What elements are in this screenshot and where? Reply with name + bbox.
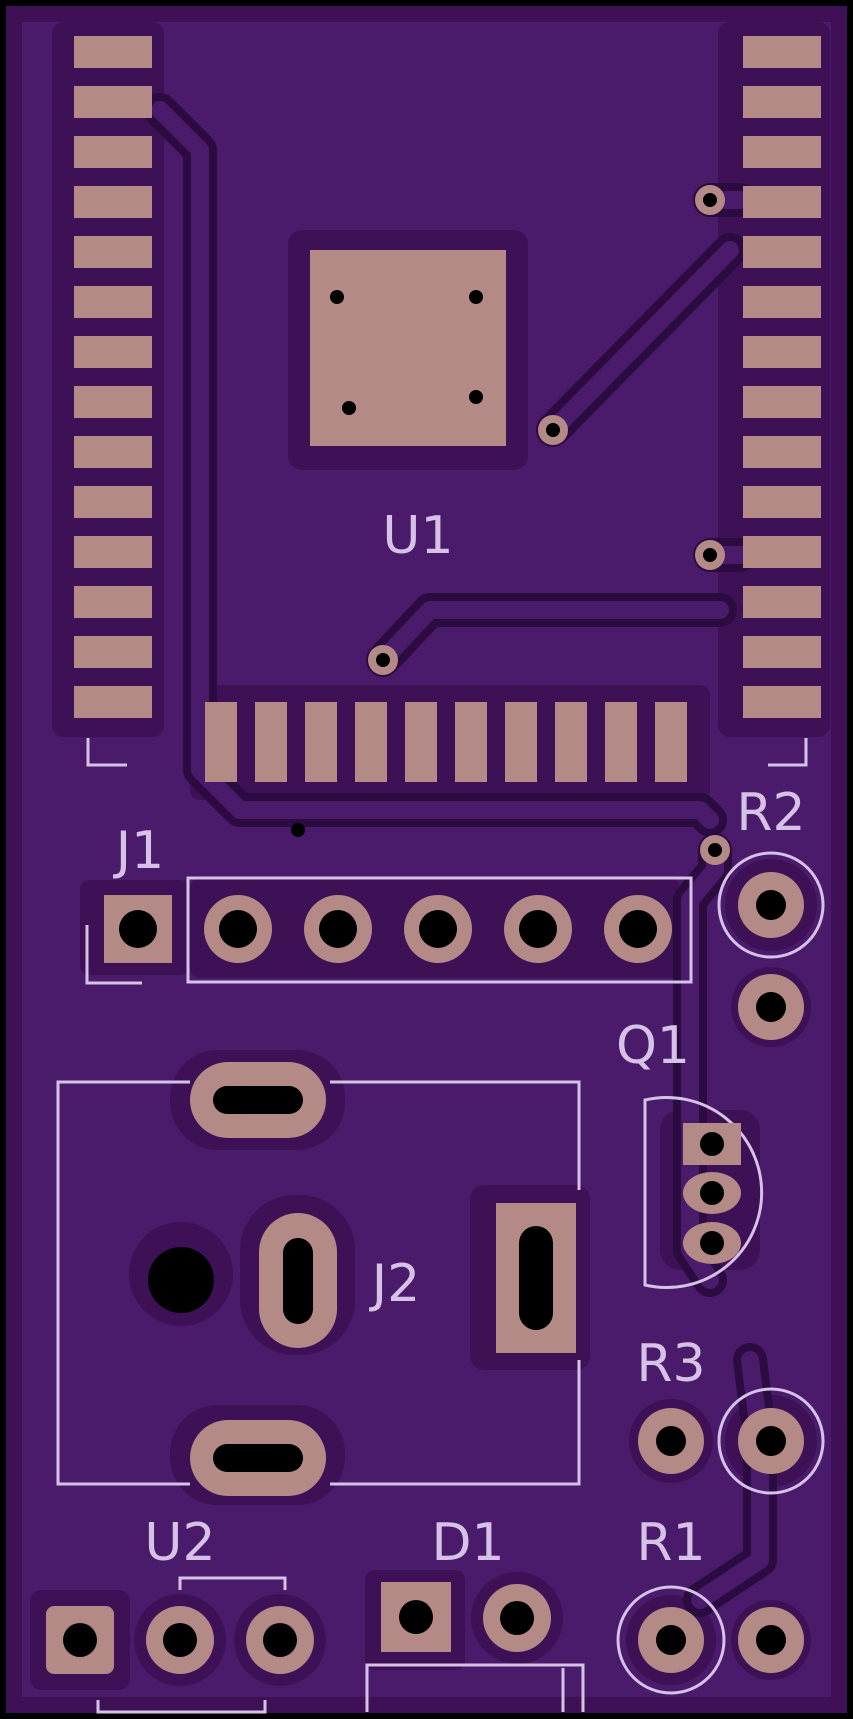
u1-left-pad-4	[74, 186, 152, 218]
q1-pin-3-drill	[700, 1231, 724, 1255]
r1-label: R1	[636, 1513, 705, 1573]
u2-silkscreen	[96, 1576, 287, 1714]
u1-right-pad-11	[743, 536, 821, 568]
u2-pin-1-drill	[63, 1623, 97, 1657]
u1-bottom-pad-row	[205, 702, 687, 782]
j1-pin-1-drill	[119, 910, 157, 948]
d1-pin-2-drill	[500, 1601, 534, 1635]
r2-label: R2	[736, 783, 805, 843]
u1-left-pad-7	[74, 336, 152, 368]
u1-right-pad-4	[743, 186, 821, 218]
u1-left-pad-8	[74, 386, 152, 418]
vias	[291, 185, 730, 865]
u1-left-pad-13	[74, 636, 152, 668]
j1-pin-4-drill	[419, 910, 457, 948]
u1-left-pad-11	[74, 536, 152, 568]
j1-pin-6-drill	[619, 910, 657, 948]
q1-label: Q1	[616, 1016, 690, 1076]
r3-drill-2	[756, 1426, 786, 1456]
u1-bottom-pad-2	[255, 702, 287, 782]
u1-right-pad-3	[743, 136, 821, 168]
u1-right-pad-13	[743, 636, 821, 668]
j2-mounting-hole	[148, 1247, 214, 1313]
j1-pin-5-drill	[519, 910, 557, 948]
j2-slot-top	[213, 1086, 303, 1114]
r2-drill-2	[756, 992, 786, 1022]
u1-right-pad-1	[743, 36, 821, 68]
u1-bottom-pad-5	[405, 702, 437, 782]
u2-pin-3-drill	[263, 1623, 297, 1657]
r3-label: R3	[636, 1334, 705, 1394]
u1-right-pad-7	[743, 336, 821, 368]
u1-bottom-pad-1	[205, 702, 237, 782]
u1-left-pad-3	[74, 136, 152, 168]
r1-drill-1	[656, 1625, 686, 1655]
u1-left-pad-1	[74, 36, 152, 68]
j1-pin-3-drill	[319, 910, 357, 948]
u1-bottom-pad-4	[355, 702, 387, 782]
r3-silkscreen-ring	[717, 1387, 825, 1495]
u1-label: U1	[382, 506, 453, 566]
u1-bottom-pad-8	[555, 702, 587, 782]
r1-silkscreen-ring	[616, 1585, 726, 1695]
j1-pin-2-drill	[219, 910, 257, 948]
d1-label: D1	[431, 1513, 504, 1573]
u1-left-pad-2	[74, 86, 152, 118]
u2-pin-2-drill	[163, 1623, 197, 1657]
u1-left-pad-5	[74, 236, 152, 268]
u1-left-pad-10	[74, 486, 152, 518]
j1-round-pads	[204, 895, 672, 963]
u2-label: U2	[144, 1513, 215, 1573]
u1-bottom-pad-10	[655, 702, 687, 782]
q1-silkscreen-outline	[643, 1096, 764, 1289]
d1-pin-1-drill	[399, 1600, 433, 1634]
r1-drill-2	[756, 1625, 786, 1655]
u1-bottom-pad-9	[605, 702, 637, 782]
q1-pin-2-drill	[700, 1181, 724, 1205]
u1-right-pad-14	[743, 686, 821, 718]
r2-silkscreen-ring	[717, 851, 825, 959]
u1-right-pad-row	[743, 36, 821, 718]
q1-pin-1-drill	[700, 1132, 724, 1156]
u1-silkscreen	[86, 738, 808, 767]
d1-silkscreen	[365, 1663, 585, 1712]
u1-thermal-vias	[330, 290, 483, 415]
j2-slot-bottom	[213, 1444, 303, 1472]
u1-bottom-pad-3	[305, 702, 337, 782]
u1-bottom-pad-6	[455, 702, 487, 782]
u1-right-pad-12	[743, 586, 821, 618]
u1-right-pad-9	[743, 436, 821, 468]
r2-drill-1	[756, 890, 786, 920]
u1-left-pad-row	[74, 36, 152, 718]
r3-drill-1	[656, 1426, 686, 1456]
j2-slot-center	[283, 1238, 313, 1324]
j1-label: J1	[113, 821, 164, 881]
u1-right-pad-5	[743, 236, 821, 268]
j2-label: J2	[369, 1254, 420, 1314]
j1-silkscreen	[85, 876, 693, 985]
j2-silkscreen	[56, 1080, 581, 1486]
u1-left-pad-12	[74, 586, 152, 618]
u1-right-pad-10	[743, 486, 821, 518]
j2-slot-side	[519, 1226, 553, 1330]
u1-bottom-pad-7	[505, 702, 537, 782]
u1-left-pad-9	[74, 436, 152, 468]
u1-right-pad-8	[743, 386, 821, 418]
u1-left-pad-6	[74, 286, 152, 318]
u1-left-pad-14	[74, 686, 152, 718]
u1-right-pad-6	[743, 286, 821, 318]
u1-thermal-pad	[310, 250, 506, 446]
u1-right-pad-2	[743, 86, 821, 118]
